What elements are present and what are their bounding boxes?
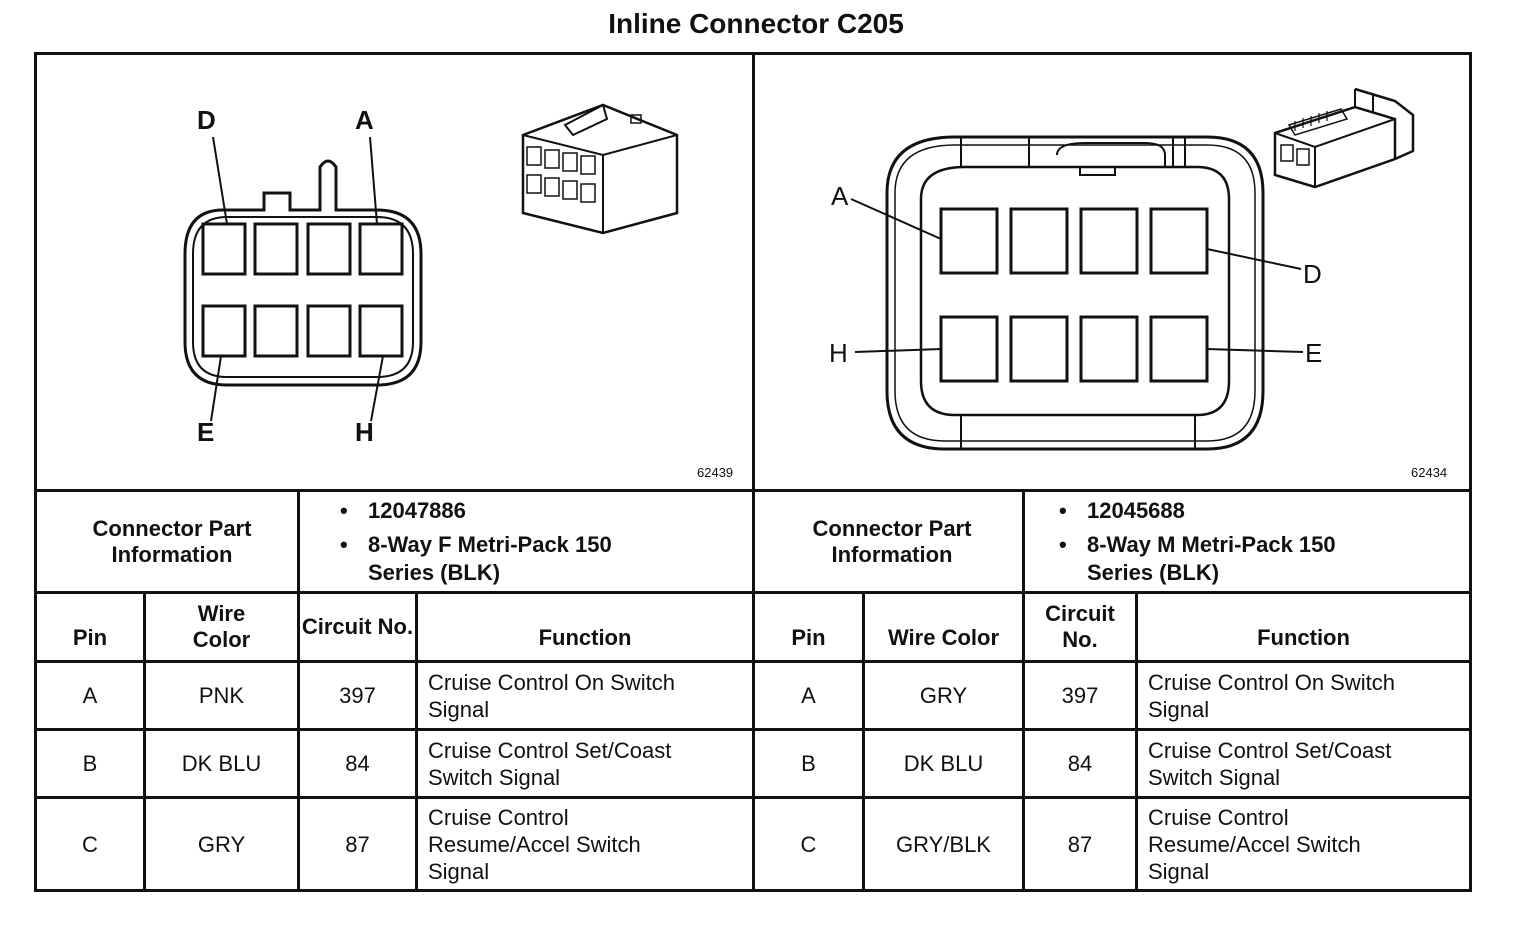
- right-header-circuit: Circuit No.: [1045, 601, 1115, 652]
- left-circuit-divider: [415, 591, 418, 889]
- center-divider: [752, 55, 755, 889]
- right-part-number: 12045688: [1087, 498, 1185, 523]
- left-part-number: 12047886: [368, 498, 466, 523]
- function-text: Cruise Control Resume/Accel Switch Signa…: [428, 804, 641, 884]
- right-pin-divider: [862, 591, 865, 889]
- function-text: Cruise Control Set/Coast Switch Signal: [1148, 737, 1392, 790]
- right-connector-diagram: A D H E 62434: [755, 55, 1469, 489]
- left-header-circuit: Circuit No.: [301, 614, 414, 639]
- right-pin-label-e: E: [1305, 338, 1322, 368]
- left-info-divider: [297, 489, 300, 889]
- circuit-cell: 87: [345, 831, 370, 857]
- left-info-label: Connector Part Information: [92, 515, 252, 567]
- left-header-function: Function: [538, 624, 632, 650]
- left-figure-id: 62439: [697, 465, 734, 480]
- circuit-cell: 397: [1061, 683, 1099, 708]
- circuit-cell: 87: [1067, 831, 1093, 857]
- pin-cell: A: [801, 683, 816, 708]
- info-bottom-rule: [37, 591, 1469, 594]
- wire-color-cell: DK BLU: [181, 751, 262, 776]
- wire-color-cell: PNK: [198, 683, 245, 708]
- right-circuit-divider: [1135, 591, 1138, 889]
- function-cell: Cruise Control On Switch Signal: [1148, 663, 1448, 728]
- row-a-bottom-rule: [37, 728, 1469, 731]
- left-header-wire-color: Wire Color: [192, 601, 251, 652]
- function-cell: Cruise Control On Switch Signal: [428, 663, 728, 728]
- diagram-bottom-rule: [37, 489, 1469, 492]
- pin-cell: C: [82, 831, 98, 857]
- pin-cell: C: [800, 831, 817, 857]
- function-cell: Cruise Control Resume/Accel Switch Signa…: [1148, 799, 1408, 889]
- right-pin-label-a: A: [831, 181, 849, 211]
- circuit-cell: 84: [1067, 751, 1093, 776]
- left-header-pin: Pin: [72, 624, 108, 650]
- right-part-info: •12045688 •8-Way M Metri-Pack 150 Series…: [1059, 497, 1459, 587]
- connector-table-frame: D A E H 62439: [34, 52, 1472, 892]
- left-pin-label-e: E: [197, 417, 214, 447]
- left-pin-divider: [143, 591, 146, 889]
- header-bottom-rule: [37, 660, 1469, 663]
- right-part-description: 8-Way M Metri-Pack 150 Series (BLK): [1087, 532, 1336, 585]
- left-connector-diagram: D A E H 62439: [37, 55, 752, 489]
- list-item: •8-Way F Metri-Pack 150 Series (BLK): [340, 531, 740, 587]
- list-item: •12045688: [1059, 498, 1185, 523]
- page-title: Inline Connector C205: [608, 8, 904, 39]
- function-text: Cruise Control Resume/Accel Switch Signa…: [1148, 804, 1361, 884]
- right-figure-id: 62434: [1411, 465, 1448, 480]
- right-header-pin: Pin: [791, 624, 826, 650]
- male-connector-drawing: A D H E: [829, 87, 1415, 451]
- function-text: Cruise Control On Switch Signal: [1148, 669, 1395, 722]
- pin-cell: B: [801, 751, 816, 776]
- circuit-cell: 397: [339, 683, 376, 708]
- right-pin-label-h: H: [829, 338, 848, 368]
- left-pin-label-a: A: [355, 105, 374, 135]
- left-part-info: •12047886 •8-Way F Metri-Pack 150 Series…: [340, 497, 740, 587]
- wire-color-cell: GRY/BLK: [896, 831, 991, 857]
- function-text: Cruise Control Set/Coast Switch Signal: [428, 737, 672, 790]
- pin-cell: A: [82, 683, 98, 708]
- female-connector-drawing: D A E H: [183, 103, 679, 447]
- left-part-description: 8-Way F Metri-Pack 150 Series (BLK): [368, 532, 612, 585]
- wire-color-cell: DK BLU: [903, 751, 984, 776]
- right-info-divider: [1022, 489, 1025, 889]
- right-pin-label-d: D: [1303, 259, 1322, 289]
- row-b-bottom-rule: [37, 796, 1469, 799]
- wire-color-cell: GRY: [919, 683, 968, 708]
- list-item: •12047886: [340, 498, 466, 523]
- left-pin-label-h: H: [355, 417, 374, 447]
- left-pin-label-d: D: [197, 105, 216, 135]
- right-header-wire-color: Wire Color: [887, 624, 1000, 650]
- right-info-label: Connector Part Information: [812, 515, 972, 567]
- function-text: Cruise Control On Switch Signal: [428, 669, 675, 722]
- circuit-cell: 84: [345, 751, 370, 776]
- wire-color-cell: GRY: [197, 831, 246, 857]
- function-cell: Cruise Control Set/Coast Switch Signal: [428, 731, 728, 796]
- right-header-function: Function: [1257, 624, 1350, 650]
- list-item: •8-Way M Metri-Pack 150 Series (BLK): [1059, 531, 1459, 587]
- pin-cell: B: [82, 751, 98, 776]
- function-cell: Cruise Control Resume/Accel Switch Signa…: [428, 799, 688, 889]
- function-cell: Cruise Control Set/Coast Switch Signal: [1148, 731, 1448, 796]
